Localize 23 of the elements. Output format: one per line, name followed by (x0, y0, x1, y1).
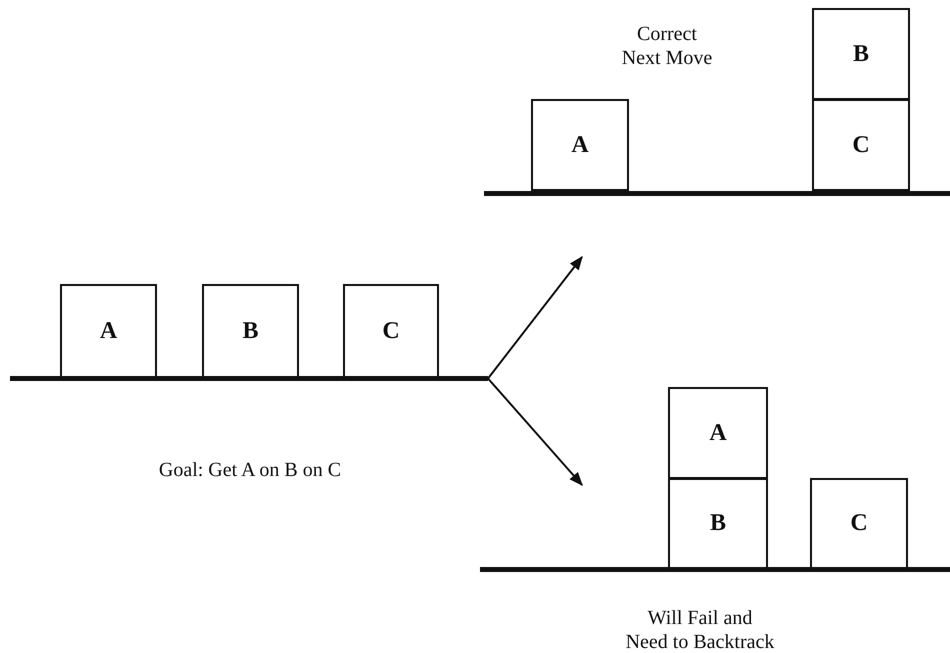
block-letter: A (571, 132, 589, 158)
caption: Will Fail and Need to Backtrack (624, 606, 776, 653)
block-letter: A (709, 420, 727, 446)
block (812, 99, 910, 191)
block-letter: C (382, 318, 400, 344)
block-letter: B (710, 510, 726, 537)
block (202, 284, 299, 378)
caption: Correct Next Move (620, 22, 714, 70)
caption: Goal: Get A on B on C (158, 458, 342, 482)
arrow (487, 256, 583, 380)
block (812, 8, 910, 100)
block (343, 284, 439, 378)
block-letter: C (850, 510, 868, 537)
block-letter: B (852, 40, 869, 68)
block-letter: A (100, 318, 118, 344)
block-letter: B (242, 318, 258, 344)
block (668, 387, 768, 479)
arrow (487, 378, 583, 486)
block (810, 478, 908, 569)
block (60, 284, 157, 378)
block (531, 99, 629, 191)
block-letter: C (852, 132, 870, 158)
block (668, 478, 768, 569)
